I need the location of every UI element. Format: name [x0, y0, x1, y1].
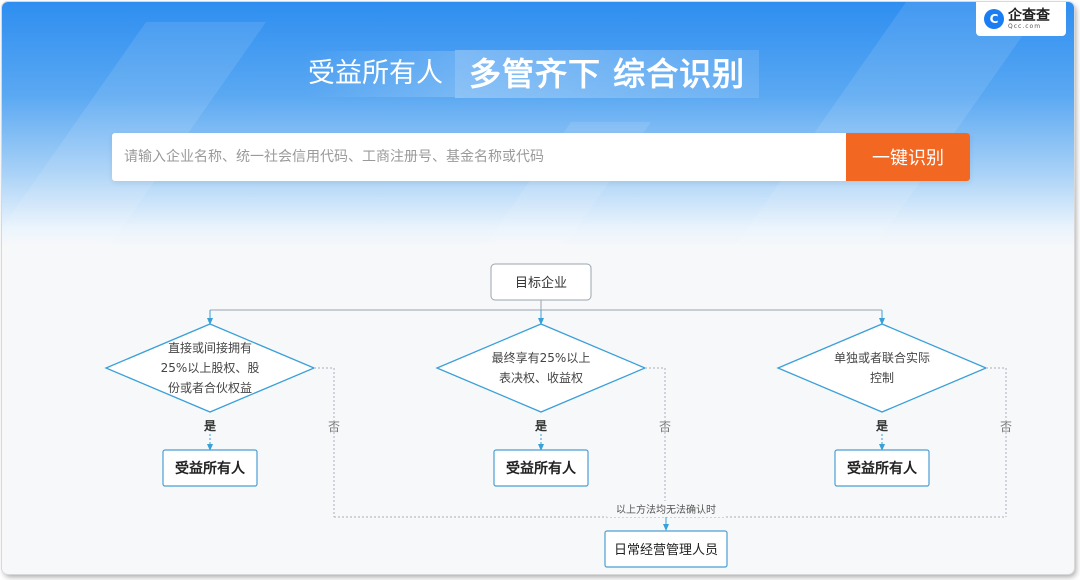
identify-button[interactable]: 一键识别	[846, 133, 970, 181]
no-label: 否	[659, 420, 671, 434]
no-branch-line	[645, 367, 666, 517]
criterion-diamond	[104, 323, 316, 413]
hero-banner: C 企查查 Qcc.com 受益所有人 多管齐下 综合识别 一键识别	[2, 2, 1074, 247]
root-label: 目标企业	[515, 275, 567, 291]
search-bar: 一键识别	[112, 133, 970, 181]
page-frame: C 企查查 Qcc.com 受益所有人 多管齐下 综合识别 一键识别 目标企业直…	[2, 2, 1074, 574]
search-input[interactable]	[112, 133, 846, 181]
result-label: 受益所有人	[175, 460, 246, 477]
no-branch-line	[314, 367, 335, 517]
criterion-text: 份或者合伙权益	[168, 380, 252, 395]
criterion-text: 单独或者联合实际	[834, 350, 930, 365]
no-label: 否	[328, 420, 340, 434]
criterion-text: 控制	[870, 371, 894, 385]
criterion-text: 直接或间接拥有	[168, 340, 252, 355]
result-label: 受益所有人	[506, 460, 577, 477]
yes-label: 是	[203, 419, 217, 433]
fallback-result-box	[604, 530, 728, 568]
criterion-text: 25%以上股权、股	[161, 361, 260, 375]
result-box	[493, 449, 589, 487]
result-box	[834, 449, 930, 487]
qcc-logo[interactable]: C 企查查 Qcc.com	[976, 2, 1066, 36]
logo-sub: Qcc.com	[1008, 22, 1042, 30]
qcc-logo-icon: C	[984, 9, 1004, 29]
fallback-result-label: 日常经营管理人员	[614, 543, 718, 558]
result-label: 受益所有人	[847, 460, 918, 477]
no-label: 否	[1000, 420, 1012, 434]
logo-name: 企查查	[1008, 7, 1050, 24]
criterion-text: 表决权、收益权	[499, 371, 583, 385]
title-part2: 多管齐下 综合识别	[455, 50, 760, 98]
fallback-note: 以上方法均无法确认时	[616, 503, 716, 516]
yes-label: 是	[875, 419, 889, 433]
page-title: 受益所有人 多管齐下 综合识别	[302, 50, 760, 98]
title-part1: 受益所有人	[302, 51, 455, 97]
beneficial-owner-flowchart: 目标企业直接或间接拥有25%以上股权、股份或者合伙权益是受益所有人否最终享有25…	[104, 263, 1012, 568]
fallback-note-bg	[607, 501, 725, 517]
criterion-diamond	[776, 323, 988, 413]
criterion-text: 最终享有25%以上	[492, 350, 591, 365]
result-box	[162, 449, 258, 487]
criterion-diamond	[435, 323, 647, 413]
no-branch-line	[986, 367, 1007, 517]
yes-label: 是	[534, 419, 548, 433]
